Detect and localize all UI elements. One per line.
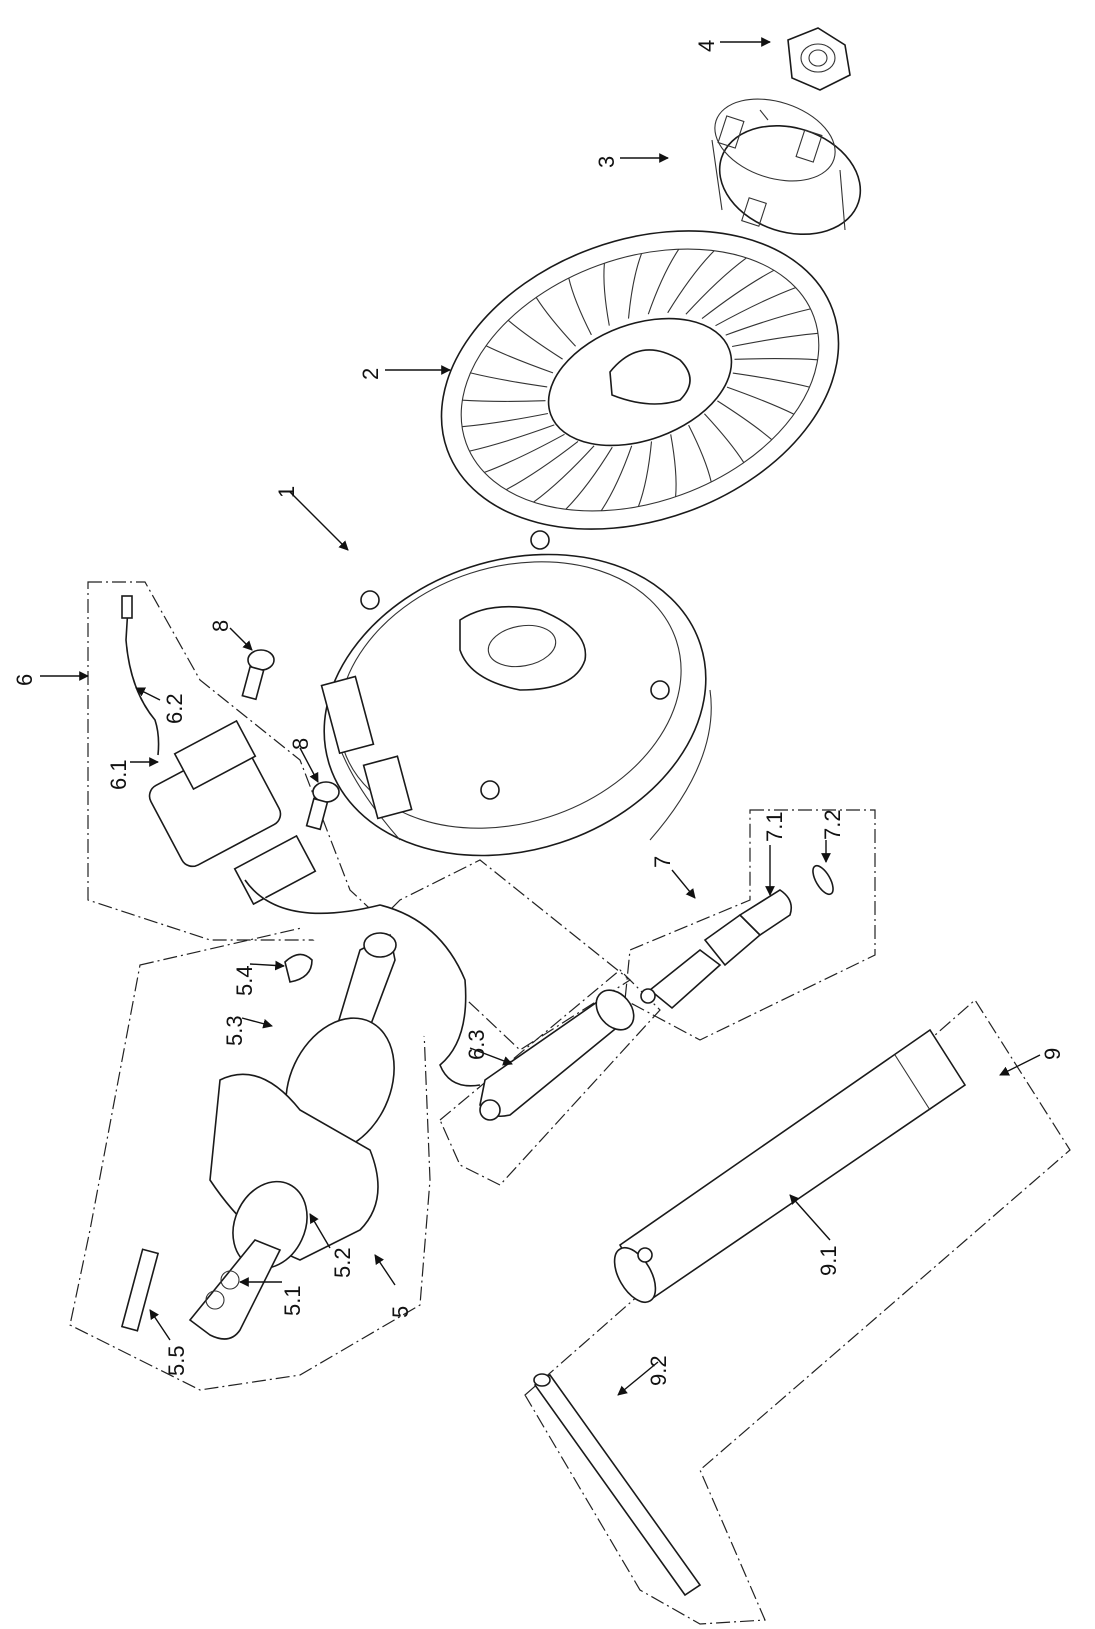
fan-blade bbox=[565, 446, 613, 510]
fan-blade bbox=[484, 433, 565, 473]
label-9-2: 9.2 bbox=[646, 1355, 671, 1386]
spark-plug-gasket-part bbox=[812, 864, 834, 896]
fan-blade bbox=[469, 424, 555, 452]
fan-blade bbox=[533, 445, 595, 503]
bolt-upper-part bbox=[241, 649, 275, 701]
label-6-2: 6.2 bbox=[162, 693, 187, 724]
leader-9-1 bbox=[789, 1194, 831, 1241]
label-8b: 8 bbox=[288, 738, 313, 750]
fan-blade bbox=[505, 440, 579, 491]
group-9-outline bbox=[524, 999, 1071, 1625]
fan-blade bbox=[600, 445, 633, 512]
flange-nut-part bbox=[787, 27, 851, 91]
leader-8b bbox=[299, 747, 319, 783]
label-5-1: 5.1 bbox=[280, 1285, 305, 1316]
bolt-lower-part bbox=[305, 781, 340, 831]
leader-9 bbox=[999, 1054, 1041, 1076]
label-1: 1 bbox=[274, 486, 299, 498]
leader-8a bbox=[229, 627, 253, 651]
group-6-outline bbox=[87, 581, 632, 1051]
label-6: 6 bbox=[12, 674, 37, 686]
fan-blade bbox=[637, 441, 653, 507]
fan-blade bbox=[667, 250, 715, 314]
leader-7 bbox=[671, 869, 696, 899]
fan-blade bbox=[462, 399, 546, 402]
fan-blade bbox=[725, 308, 811, 336]
crankshaft-part bbox=[188, 932, 397, 1340]
leader-6-2 bbox=[135, 687, 161, 701]
fan-blade bbox=[627, 253, 643, 319]
high-tension-lead-part bbox=[244, 879, 481, 1087]
leader-6-3 bbox=[469, 1047, 513, 1066]
fan-blade bbox=[647, 248, 680, 315]
fan-blade bbox=[603, 263, 610, 326]
ignition-coil-part bbox=[121, 595, 317, 906]
fan-blade bbox=[670, 434, 677, 497]
leader-5 bbox=[374, 1254, 396, 1286]
label-9: 9 bbox=[1040, 1048, 1065, 1060]
flywheel-part bbox=[320, 530, 712, 857]
starter-cup-part bbox=[711, 98, 862, 236]
spark-plug-part bbox=[640, 889, 793, 1010]
label-6-3: 6.3 bbox=[464, 1029, 489, 1060]
label-5-3: 5.3 bbox=[222, 1015, 247, 1046]
fan-blade bbox=[715, 287, 796, 327]
label-7-2: 7.2 bbox=[820, 809, 845, 840]
label-8a: 8 bbox=[208, 620, 233, 632]
leader-5-2 bbox=[309, 1213, 331, 1249]
label-3: 3 bbox=[594, 156, 619, 168]
fan-blade bbox=[717, 400, 773, 441]
fan-blade bbox=[732, 372, 810, 388]
label-6-1: 6.1 bbox=[106, 759, 131, 790]
leader-9-2 bbox=[617, 1361, 659, 1396]
fan-blade bbox=[726, 386, 795, 415]
cooling-fan-part bbox=[440, 230, 840, 530]
label-5-4: 5.4 bbox=[232, 965, 257, 996]
label-7-1: 7.1 bbox=[762, 811, 787, 842]
fan-blade bbox=[685, 257, 747, 315]
fan-blade bbox=[701, 269, 775, 320]
box-spanner-part bbox=[613, 1028, 967, 1303]
leader-5-5 bbox=[149, 1309, 171, 1341]
label-5: 5 bbox=[388, 1306, 413, 1318]
fan-blade bbox=[568, 277, 592, 336]
leader-1 bbox=[289, 491, 349, 551]
tommy-bar-part bbox=[533, 1373, 702, 1597]
label-4: 4 bbox=[694, 40, 719, 52]
fan-blade bbox=[703, 413, 745, 463]
leader-5-3 bbox=[241, 1017, 273, 1029]
fan-blade bbox=[734, 358, 818, 361]
label-2: 2 bbox=[358, 368, 383, 380]
woodruff-key-part bbox=[284, 953, 313, 983]
spark-plug-cap-part bbox=[479, 989, 635, 1121]
label-5-2: 5.2 bbox=[330, 1247, 355, 1278]
fan-blade bbox=[731, 332, 819, 348]
fan-blade bbox=[507, 319, 563, 360]
fan-blade bbox=[535, 297, 577, 347]
fan-blade bbox=[688, 424, 712, 483]
label-5-5: 5.5 bbox=[164, 1345, 189, 1376]
fan-blade bbox=[470, 372, 548, 388]
fan-blade bbox=[485, 345, 554, 374]
leader-5-4 bbox=[249, 960, 285, 971]
label-9-1: 9.1 bbox=[816, 1245, 841, 1276]
label-7: 7 bbox=[650, 856, 675, 868]
group-7-outline bbox=[624, 809, 876, 1041]
group-6-3-outline bbox=[439, 969, 661, 1186]
fan-blade bbox=[461, 412, 549, 428]
square-key-part bbox=[120, 1248, 160, 1332]
